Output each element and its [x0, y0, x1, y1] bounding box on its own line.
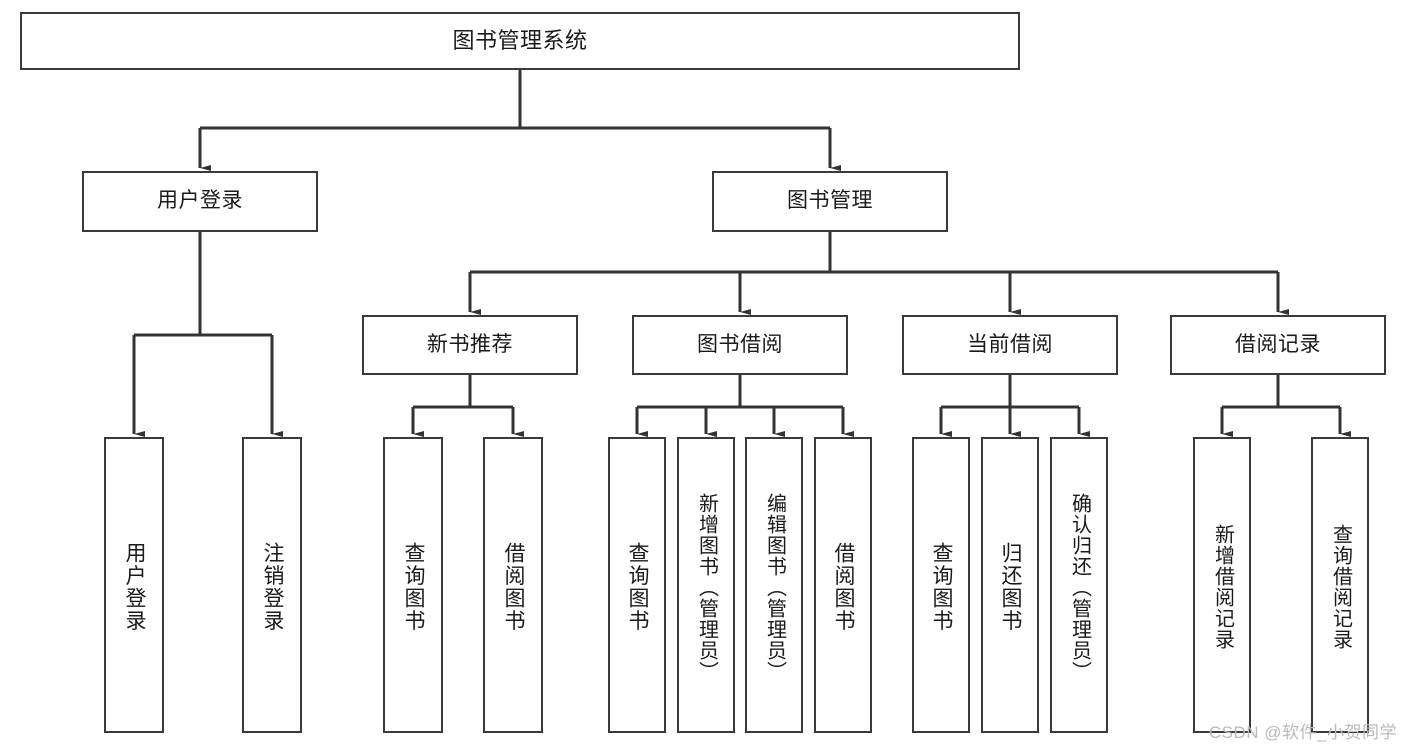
node-label-borrow-record: 借阅记录: [1235, 332, 1321, 356]
node-label-leaf-add-book: 新增图书（管理员）: [695, 492, 718, 682]
node-label-root: 图书管理系统: [452, 28, 588, 54]
node-leaf-borrow-book-2[interactable]: 借阅图书: [814, 437, 872, 733]
node-label-user-login: 用户登录: [157, 189, 243, 213]
node-label-leaf-confirm-return: 确认归还（管理员）: [1068, 492, 1091, 682]
node-user-login[interactable]: 用户登录: [82, 171, 318, 232]
node-label-leaf-query-record: 查询借阅记录: [1329, 524, 1352, 650]
node-leaf-query-record[interactable]: 查询借阅记录: [1311, 437, 1369, 733]
node-new-book-recommend[interactable]: 新书推荐: [362, 315, 578, 375]
node-leaf-add-book[interactable]: 新增图书（管理员）: [677, 437, 735, 733]
node-label-leaf-user-login: 用户登录: [123, 542, 147, 632]
node-leaf-return-book[interactable]: 归还图书: [981, 437, 1039, 733]
node-label-leaf-return-book: 归还图书: [999, 542, 1023, 632]
node-label-book-borrow: 图书借阅: [697, 332, 783, 356]
node-leaf-add-record[interactable]: 新增借阅记录: [1193, 437, 1251, 733]
node-book-borrow[interactable]: 图书借阅: [632, 315, 848, 375]
node-label-new-book-recommend: 新书推荐: [427, 332, 513, 356]
node-label-leaf-edit-book: 编辑图书（管理员）: [763, 492, 786, 682]
node-borrow-record[interactable]: 借阅记录: [1170, 315, 1386, 375]
node-label-leaf-borrow-book-2: 借阅图书: [832, 542, 856, 632]
node-leaf-logout-login[interactable]: 注销登录: [242, 437, 302, 733]
node-label-leaf-add-record: 新增借阅记录: [1211, 524, 1234, 650]
node-label-leaf-query-book-3: 查询图书: [930, 542, 954, 632]
node-leaf-edit-book[interactable]: 编辑图书（管理员）: [745, 437, 803, 733]
node-leaf-query-book-2[interactable]: 查询图书: [608, 437, 666, 733]
node-leaf-confirm-return[interactable]: 确认归还（管理员）: [1050, 437, 1108, 733]
node-leaf-query-book-3[interactable]: 查询图书: [912, 437, 970, 733]
node-current-borrow[interactable]: 当前借阅: [902, 315, 1118, 375]
node-leaf-user-login[interactable]: 用户登录: [104, 437, 164, 733]
node-leaf-query-book-1[interactable]: 查询图书: [383, 437, 443, 733]
node-label-book-management: 图书管理: [787, 189, 873, 213]
node-label-leaf-query-book-2: 查询图书: [626, 542, 650, 632]
node-label-current-borrow: 当前借阅: [967, 332, 1053, 356]
node-root-system[interactable]: 图书管理系统: [20, 12, 1020, 70]
node-label-leaf-borrow-book-1: 借阅图书: [502, 542, 526, 632]
node-book-management[interactable]: 图书管理: [712, 171, 948, 232]
node-label-leaf-query-book-1: 查询图书: [402, 542, 426, 632]
node-label-leaf-logout-login: 注销登录: [261, 542, 285, 632]
node-leaf-borrow-book-1[interactable]: 借阅图书: [483, 437, 543, 733]
